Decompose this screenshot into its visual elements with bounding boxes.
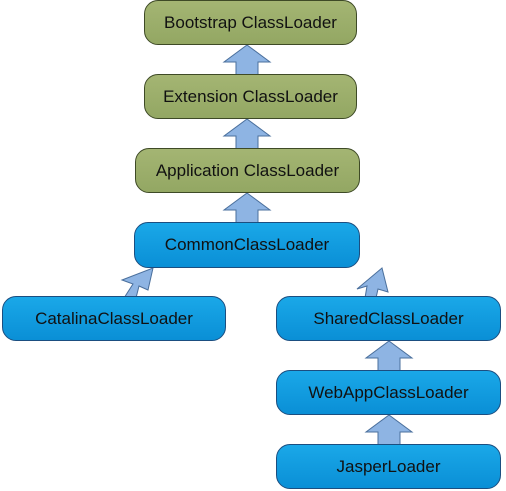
arrow-jasper-to-webapp [364,414,414,447]
application-classloader-label: Application ClassLoader [155,160,340,180]
arrow-catalina-to-common [120,267,154,299]
jasper-loader-label: JasperLoader [336,456,441,476]
common-classloader-node: CommonClassLoader [134,222,360,268]
shared-classloader-node: SharedClassLoader [276,296,501,341]
webapp-classloader-node: WebAppClassLoader [276,370,501,415]
webapp-classloader-label: WebAppClassLoader [308,382,469,402]
extension-classloader-label: Extension ClassLoader [163,86,338,106]
catalina-classloader-label: CatalinaClassLoader [35,308,193,328]
arrow-shared-to-common [356,267,389,299]
bootstrap-classloader-label: Bootstrap ClassLoader [164,12,337,32]
extension-classloader-node: Extension ClassLoader [144,74,357,119]
application-classloader-node: Application ClassLoader [135,148,360,193]
arrow-extension-to-bootstrap [222,44,272,77]
arrow-common-to-application [222,192,272,225]
arrow-application-to-extension [222,118,272,151]
arrow-webapp-to-shared [364,340,414,373]
bootstrap-classloader-node: Bootstrap ClassLoader [144,0,357,45]
jasper-loader-node: JasperLoader [276,444,501,489]
common-classloader-label: CommonClassLoader [164,235,330,254]
shared-classloader-label: SharedClassLoader [313,308,464,328]
catalina-classloader-node: CatalinaClassLoader [2,296,226,341]
